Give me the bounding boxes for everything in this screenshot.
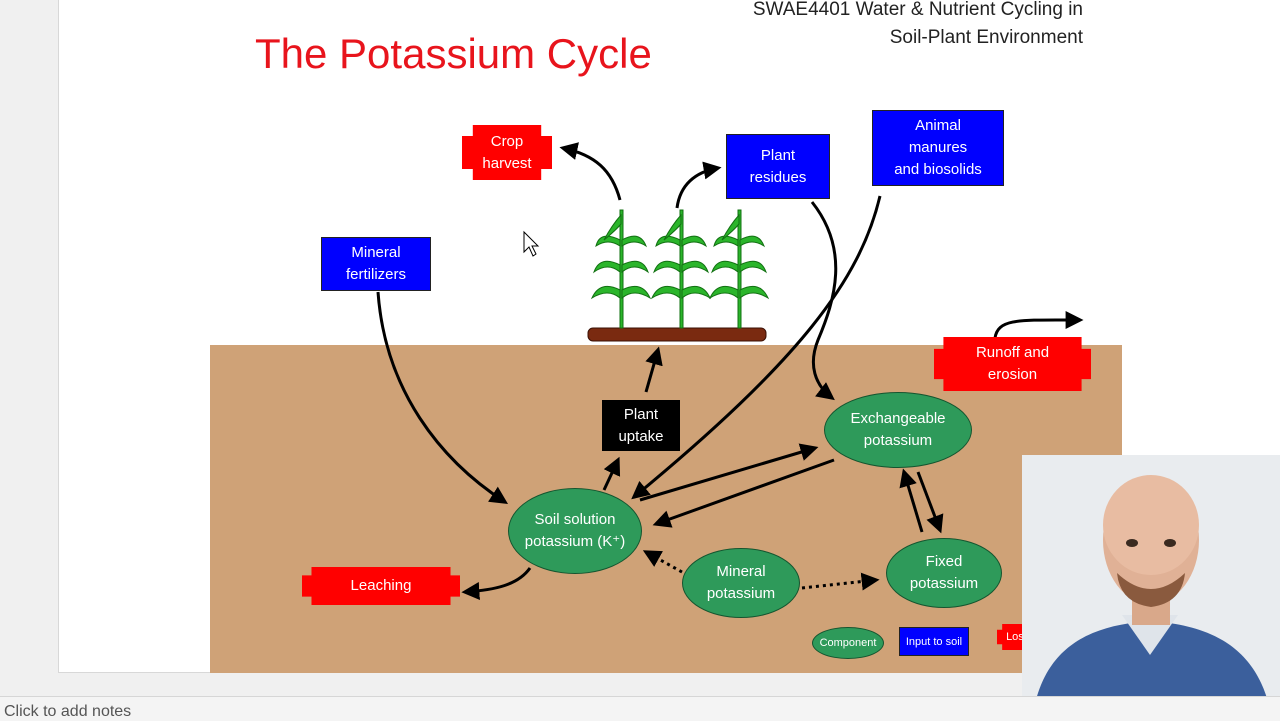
legend-component: Component [812,627,884,659]
slide-title: The Potassium Cycle [255,30,652,77]
corn-plants-icon [587,209,770,342]
legend-input: Input to soil [899,627,969,656]
mouse-cursor-icon [523,230,540,257]
presenter-webcam [1022,455,1280,720]
presenter-avatar-icon [1022,455,1280,720]
loss-leaching: Leaching [302,567,460,605]
notes-placeholder[interactable]: Click to add notes [4,703,132,720]
notes-pane[interactable]: Click to add notes [0,696,1280,721]
soil-area [210,345,1122,673]
course-title: SWAE4401 Water & Nutrient Cycling in Soi… [752,0,1083,48]
